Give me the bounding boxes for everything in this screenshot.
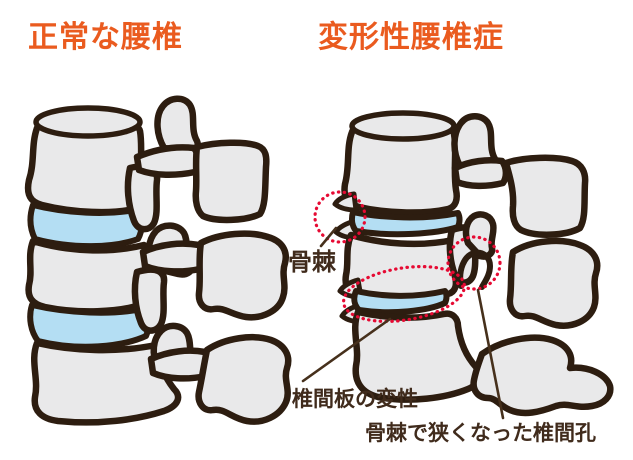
narrowed-foramen-highlight-circle <box>446 235 502 291</box>
healthy-disc-1 <box>27 202 146 250</box>
articular-process <box>462 211 497 260</box>
degenerated-disc-1 <box>349 209 463 238</box>
bone-spur-label: 骨棘 <box>288 249 336 276</box>
degenerated-spine-figure <box>332 110 614 417</box>
bone-spur <box>332 191 359 213</box>
vertebra-top-rim <box>33 105 143 139</box>
transverse-process <box>139 240 207 275</box>
vertebra-top-rim <box>349 110 457 142</box>
leader-lines <box>301 226 505 420</box>
normal-spine-title: 正常な腰椎 <box>28 21 183 54</box>
disc-degeneration-highlight-ellipse <box>342 265 466 323</box>
spinous-process <box>506 237 601 329</box>
narrowed-foramen-leader-line <box>476 288 505 420</box>
transverse-process <box>451 157 510 190</box>
spinous-process <box>192 139 270 224</box>
spinous-process <box>470 334 614 417</box>
spinous-process <box>502 154 589 238</box>
vertebra-body-2 <box>25 237 151 315</box>
spinous-process <box>195 230 289 321</box>
bone-spur-highlight-circle <box>313 190 367 244</box>
disc-degeneration-leader-line <box>301 317 392 383</box>
disc-degeneration-label: 椎間板の変性 <box>292 388 418 411</box>
degenerative-spine-title: 変形性腰椎症 <box>318 21 504 54</box>
highlight-annotations <box>313 190 502 323</box>
bone-spur-leader-line <box>319 226 338 248</box>
healthy-disc-2 <box>27 302 153 350</box>
vertebra-body-3 <box>31 339 182 426</box>
normal-spine-figure <box>24 95 292 426</box>
articular-process <box>154 95 201 155</box>
narrowed-foramen-label: 骨棘で狭くなった椎間孔 <box>365 422 596 445</box>
transverse-process <box>133 144 202 178</box>
spinous-process <box>195 334 292 425</box>
degenerated-disc-2 <box>351 288 450 316</box>
articular-process <box>131 266 168 334</box>
narrowed-foramen-arch <box>457 249 494 290</box>
